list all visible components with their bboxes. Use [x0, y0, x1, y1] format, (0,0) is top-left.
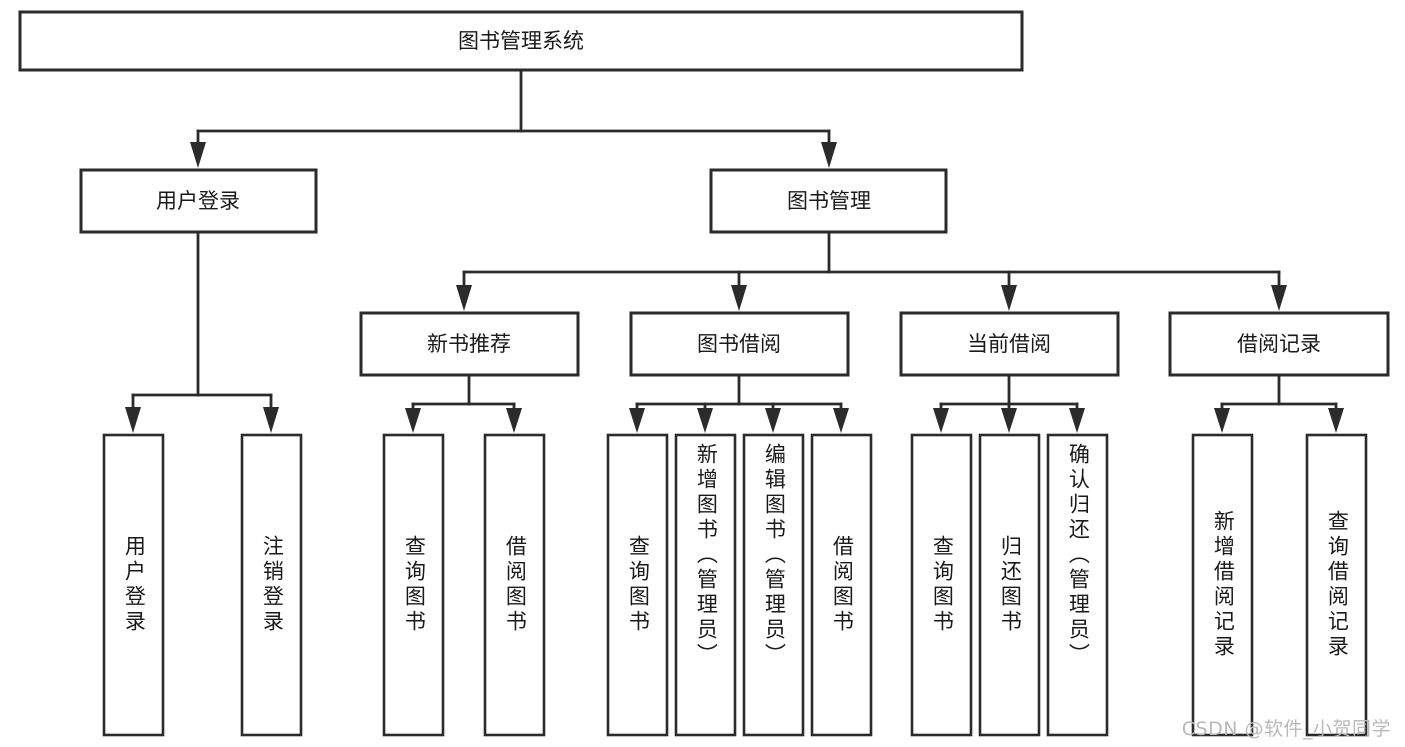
node-borrow-record-label: 借阅记录 — [1237, 332, 1321, 356]
arrow-head-ul-leaf-2 — [263, 407, 279, 433]
leaf-box-borrow-record-2[interactable] — [1305, 433, 1368, 737]
arrow-head-cb-leaf-1 — [933, 408, 949, 433]
arrow-head-ul-leaf-1 — [125, 407, 141, 433]
node-new-book-recommend-label: 新书推荐 — [427, 332, 511, 356]
node-user-login-box[interactable] — [79, 168, 318, 234]
node-borrow-record[interactable]: 借阅记录 — [1168, 311, 1390, 377]
node-root-label: 图书管理系统 — [458, 29, 584, 53]
node-book-borrow-box[interactable] — [629, 311, 850, 377]
arrow-head-bm-to-new-book — [456, 285, 472, 311]
node-book-borrow[interactable]: 图书借阅 — [629, 311, 850, 377]
connector-book-manage-to-level3 — [456, 230, 1287, 311]
connector-root-to-level2 — [190, 68, 837, 168]
connector-user-login-to-leaves — [125, 230, 279, 433]
node-root-book-management-system[interactable]: 图书管理系统 — [18, 10, 1024, 72]
node-book-management-box[interactable] — [709, 168, 948, 234]
leaf-box-user-login-1[interactable] — [102, 433, 165, 737]
node-book-management-label: 图书管理 — [787, 189, 871, 213]
leaf-box-book-borrow-1[interactable] — [606, 433, 669, 737]
leaf-box-user-login-2[interactable] — [240, 433, 303, 737]
arrow-head-root-to-user-login — [190, 142, 206, 168]
connector-book-borrow-to-leaves — [629, 373, 849, 433]
connector-current-borrow-to-leaves — [933, 373, 1085, 433]
leaf-box-current-borrow-2[interactable] — [978, 433, 1041, 737]
arrow-head-bb-leaf-4 — [833, 408, 849, 433]
node-current-borrow[interactable]: 当前借阅 — [899, 311, 1120, 377]
arrow-head-bm-to-current-borrow — [1001, 285, 1017, 311]
node-book-borrow-label: 图书借阅 — [697, 332, 781, 356]
arrow-head-root-to-book-manage — [821, 142, 837, 168]
leaf-box-book-borrow-3[interactable] — [742, 433, 805, 737]
leaf-box-book-borrow-4[interactable] — [810, 433, 873, 737]
arrow-head-cb-leaf-3 — [1069, 408, 1085, 433]
node-borrow-record-box[interactable] — [1168, 311, 1390, 377]
arrow-head-bb-leaf-3 — [765, 408, 781, 433]
leaf-box-new-book-1[interactable] — [382, 433, 445, 737]
arrow-head-bb-leaf-1 — [629, 408, 645, 433]
arrow-head-nb-leaf-2 — [506, 408, 522, 433]
leaf-box-current-borrow-1[interactable] — [910, 433, 973, 737]
arrow-head-bm-to-borrow-record — [1271, 285, 1287, 311]
arrow-head-bm-to-book-borrow — [731, 285, 747, 311]
arrow-head-bb-leaf-2 — [697, 408, 713, 433]
leaf-box-book-borrow-2[interactable] — [674, 433, 737, 737]
node-current-borrow-box[interactable] — [899, 311, 1120, 377]
arrow-head-nb-leaf-1 — [405, 408, 421, 433]
connector-borrow-record-to-leaves — [1214, 373, 1344, 433]
node-user-login[interactable]: 用户登录 — [79, 168, 318, 234]
leaf-box-borrow-record-1[interactable] — [1191, 433, 1254, 737]
node-new-book-recommend-box[interactable] — [359, 311, 580, 377]
arrow-head-cb-leaf-2 — [1001, 408, 1017, 433]
leaf-box-current-borrow-3[interactable] — [1046, 433, 1109, 737]
connector-new-book-to-leaves — [405, 373, 522, 433]
leaf-box-new-book-2[interactable] — [483, 433, 546, 737]
node-root-box[interactable] — [18, 10, 1024, 72]
arrow-head-br-leaf-2 — [1328, 408, 1344, 433]
node-new-book-recommend[interactable]: 新书推荐 — [359, 311, 580, 377]
csdn-watermark: CSDN @软件_小贺同学 — [1181, 718, 1391, 740]
node-current-borrow-label: 当前借阅 — [967, 332, 1051, 356]
node-user-login-label: 用户登录 — [156, 189, 240, 213]
arrow-head-br-leaf-1 — [1214, 408, 1230, 433]
node-book-management[interactable]: 图书管理 — [709, 168, 948, 234]
